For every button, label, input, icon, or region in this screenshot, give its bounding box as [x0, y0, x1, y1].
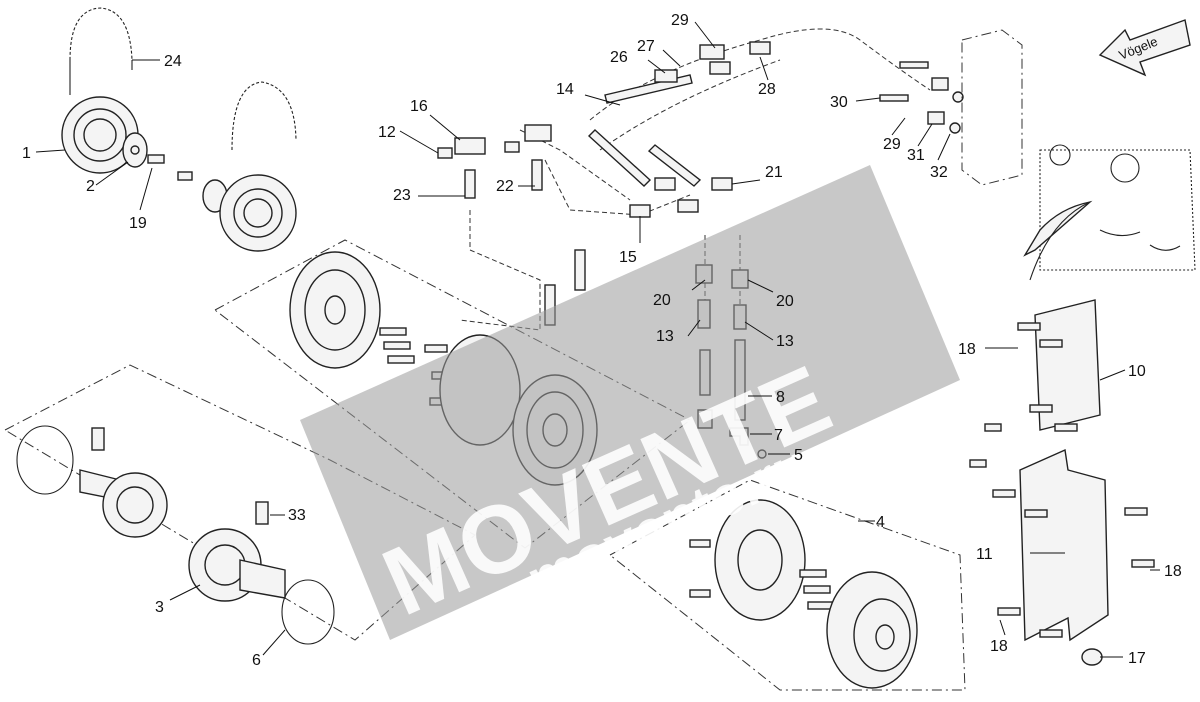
nut-17 — [1081, 648, 1103, 666]
callout-14: 14 — [556, 81, 574, 98]
callout-10: 10 — [1128, 363, 1146, 380]
callout-26: 26 — [610, 49, 628, 66]
flange-plate — [714, 499, 806, 621]
bolt-cluster-lower — [689, 539, 835, 610]
pin-upper — [91, 427, 105, 451]
callout-27: 27 — [637, 38, 655, 55]
washer-2 — [122, 132, 148, 168]
machine-overview — [1023, 144, 1196, 281]
callout-1: 1 — [22, 145, 31, 162]
callout-3: 3 — [155, 599, 164, 616]
callout-13-right: 13 — [776, 333, 794, 350]
callout-13-left: 13 — [656, 328, 674, 345]
manifold-block — [961, 29, 1023, 186]
fittings-26-27-28 — [654, 41, 771, 83]
vogele-arrow: Vögele — [1098, 19, 1191, 77]
callout-12: 12 — [378, 124, 396, 141]
o-ring-upper — [16, 425, 74, 495]
pipe-14 — [587, 74, 702, 187]
callout-18-bottom: 18 — [990, 638, 1008, 655]
chain-top-right — [231, 81, 297, 151]
callout-20-right: 20 — [776, 293, 794, 310]
callout-19: 19 — [129, 215, 147, 232]
pin-33 — [255, 501, 269, 525]
callout-29-top: 29 — [671, 12, 689, 29]
callout-24: 24 — [164, 53, 182, 70]
callout-23: 23 — [393, 187, 411, 204]
bracket-10 — [1034, 299, 1101, 431]
shaft-sprocket-upper — [79, 469, 168, 538]
sprocket-right — [177, 171, 297, 252]
leader-lines — [35, 21, 1160, 658]
sprocket-1 — [61, 96, 139, 174]
pulley-disc — [289, 251, 381, 369]
callout-6: 6 — [252, 652, 261, 669]
callout-11: 11 — [976, 546, 993, 563]
callout-18-top: 18 — [958, 341, 976, 358]
plug-12 — [437, 141, 520, 159]
callout-16: 16 — [410, 98, 428, 115]
o-ring-6 — [281, 579, 335, 645]
watermark-band — [300, 165, 960, 640]
callout-2: 2 — [86, 178, 95, 195]
callout-18-right: 18 — [1164, 563, 1182, 580]
callout-21: 21 — [765, 164, 783, 181]
tubes-22-23 — [464, 159, 586, 326]
callout-7: 7 — [774, 427, 783, 444]
callout-22: 22 — [496, 178, 514, 195]
callout-29-bottom: 29 — [883, 136, 901, 153]
shaft-sprocket-3 — [188, 528, 286, 602]
callout-31: 31 — [907, 147, 925, 164]
callout-32: 32 — [930, 164, 948, 181]
bolt-19 — [147, 154, 165, 164]
callout-8: 8 — [776, 389, 785, 406]
bracket-11 — [1019, 448, 1109, 642]
callout-5: 5 — [794, 447, 803, 464]
callout-17: 17 — [1128, 650, 1146, 667]
callout-15: 15 — [619, 249, 637, 266]
dash-box-bottom — [609, 479, 966, 691]
callout-4: 4 — [876, 514, 885, 531]
callout-33: 33 — [288, 507, 306, 524]
fittings-15-21 — [629, 177, 733, 218]
chain-top-left — [69, 7, 133, 95]
tee-16 — [454, 124, 552, 155]
watermark: MOVENTE movente.ru — [300, 165, 960, 640]
callout-20-left: 20 — [653, 292, 671, 309]
brake-drum-4 — [826, 571, 918, 689]
hose-ends-29-30-31-32 — [879, 61, 964, 134]
callout-30: 30 — [830, 94, 848, 111]
callout-28: 28 — [758, 81, 776, 98]
bolts-18 — [969, 322, 1155, 638]
callouts: 1 2 19 24 3 6 33 4 5 7 8 10 11 12 13 13 … — [22, 12, 1182, 669]
